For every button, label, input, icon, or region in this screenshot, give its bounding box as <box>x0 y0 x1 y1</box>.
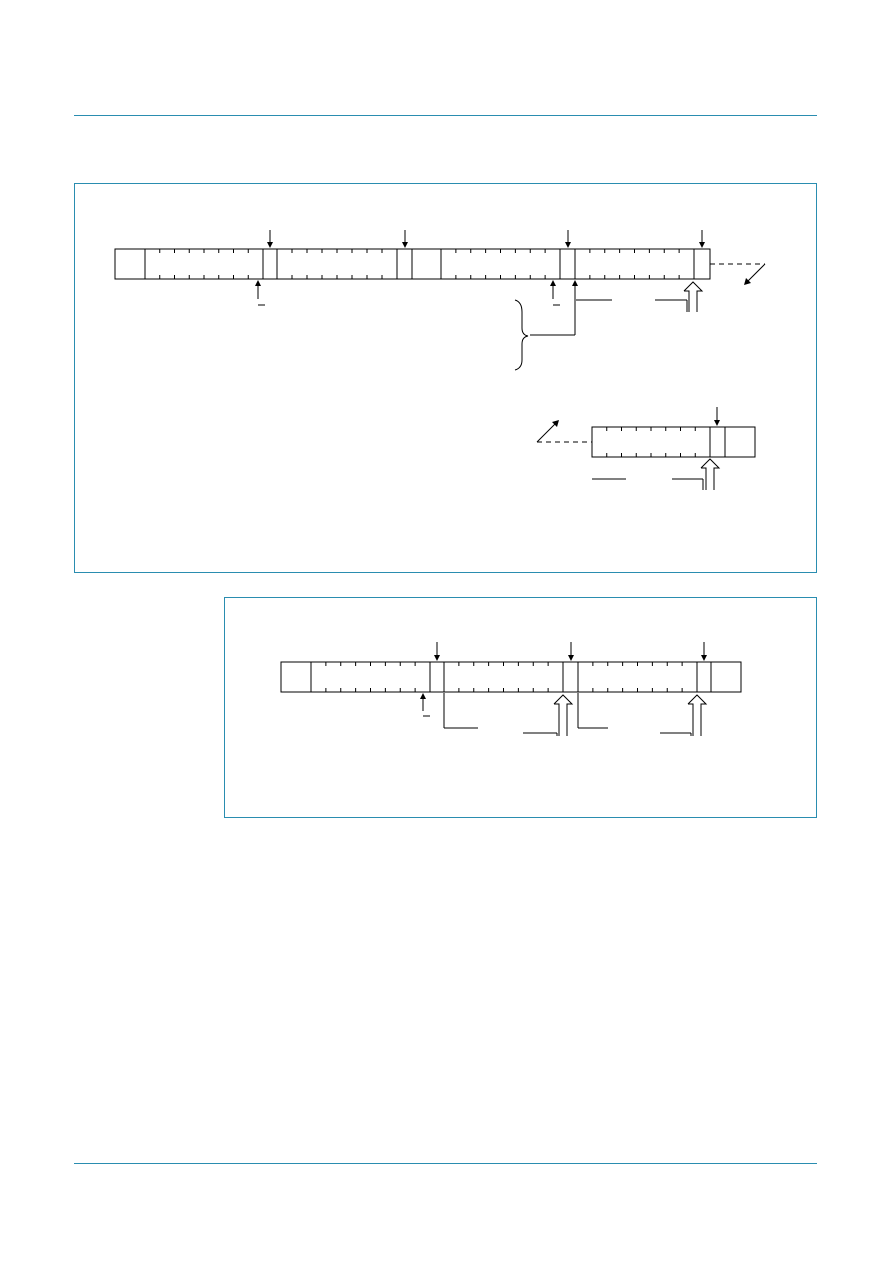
up-arrow-head <box>550 280 556 286</box>
down-arrow-head <box>714 420 720 426</box>
register-strip-small <box>591 426 756 458</box>
down-arrow-head <box>565 242 571 248</box>
hollow-arrow <box>683 281 704 312</box>
down-arrow-head <box>701 655 707 661</box>
figure-frame-a <box>74 183 817 573</box>
up-arrow-head <box>420 693 426 699</box>
shift-in-line <box>536 423 556 443</box>
down-arrow-head <box>568 655 574 661</box>
hollow-arrow <box>700 458 721 490</box>
shift-out-head <box>744 278 751 285</box>
down-arrow-head <box>267 242 273 248</box>
up-arrow-head <box>255 280 261 286</box>
brace <box>514 299 529 371</box>
down-arrow-head <box>402 242 408 248</box>
shift-out-line <box>747 263 766 282</box>
shift-in-head <box>552 420 559 427</box>
header-rule <box>74 115 817 116</box>
hollow-arrow <box>553 694 574 736</box>
down-arrow-head <box>434 655 440 661</box>
figure-frame-b <box>224 597 817 818</box>
up-arrow-head <box>572 280 578 286</box>
hollow-arrow <box>687 694 708 736</box>
register-strip-b <box>280 661 742 693</box>
footer-rule <box>74 1163 817 1164</box>
down-arrow-head <box>699 242 705 248</box>
